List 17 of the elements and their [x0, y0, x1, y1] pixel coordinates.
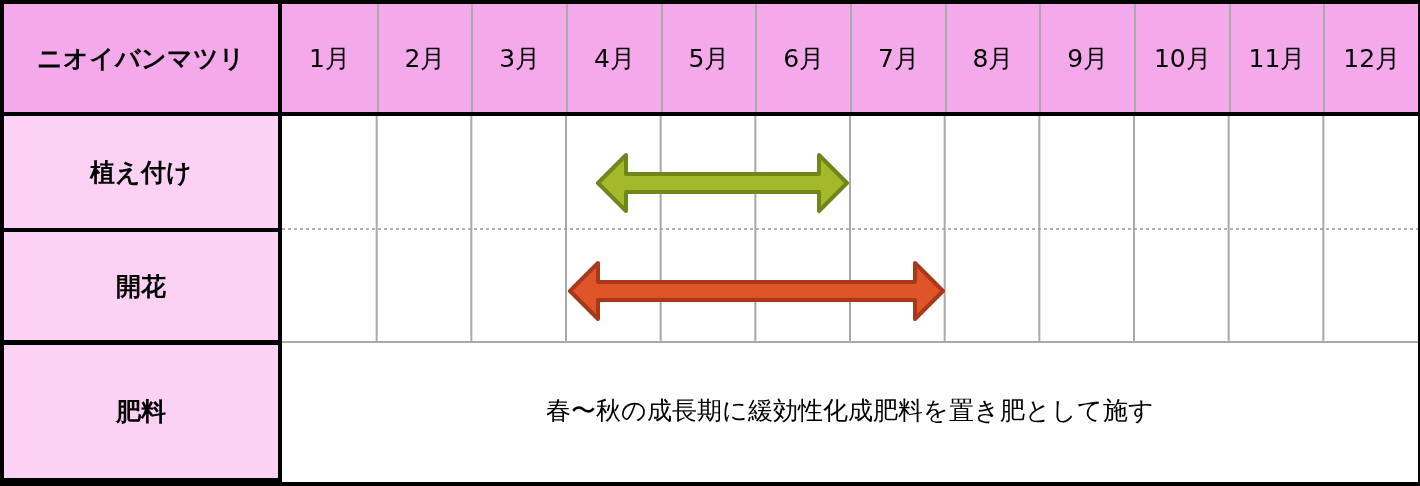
month-header-cell: 11月: [1228, 4, 1324, 112]
month-header-cell: 8月: [944, 4, 1040, 112]
month-header-cell: 3月: [471, 4, 566, 112]
header-cell: ニオイバンマツリ: [4, 4, 278, 112]
row-header-cell: 開花: [4, 232, 278, 340]
month-header-cell: 9月: [1039, 4, 1134, 112]
row-header-cell: 植え付け: [4, 116, 278, 228]
month-header-cell: 5月: [660, 4, 756, 112]
month-header-cell: 7月: [850, 4, 945, 112]
month-header-cell: 2月: [376, 4, 472, 112]
month-header-cell: 10月: [1134, 4, 1229, 112]
month-header-cell: 12月: [1323, 4, 1418, 112]
month-header-cell: 4月: [566, 4, 661, 112]
month-header-cell: 6月: [755, 4, 850, 112]
month-header-cell: 1月: [282, 4, 377, 112]
row-header-cell: 肥料: [4, 345, 278, 478]
note-text: 春〜秋の成長期に緩効性化成肥料を置き肥として施す: [546, 395, 1154, 427]
